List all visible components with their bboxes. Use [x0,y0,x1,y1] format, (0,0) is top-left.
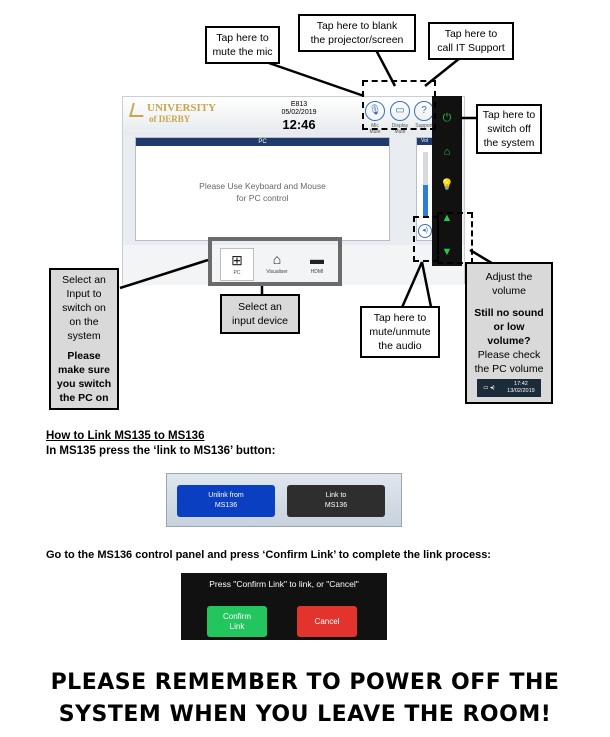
input-pc-button[interactable]: ⊞ PC [220,248,254,281]
callout-mute-audio: Tap here to mute/unmute the audio [360,306,440,358]
power-icon[interactable]: ⏻ [442,112,452,124]
volume-slider[interactable] [423,152,428,218]
visualiser-icon: ⌂ [272,251,282,267]
callout-blank-projector: Tap here to blank the projector/screen [298,14,416,52]
touch-panel: UNIVERSITY of DERBY E813 05/02/2019 12:4… [122,96,465,285]
inputs-highlight [208,237,342,286]
callout-volume: Adjust the volume Still no sound or low … [465,262,553,404]
logo-line2: of DERBY [149,114,191,124]
mic-mute-icon[interactable]: 🎙 [365,101,385,121]
taskbar-speaker-icon: ▭ ◂) [483,384,495,391]
mute-highlight [413,216,439,262]
select-input-text: Select an Input to switch on on the syst… [62,274,106,342]
taskbar-time: 17:42 [514,381,528,387]
room-time: 12:46 [282,117,316,132]
home-icon[interactable]: ⌂ [443,146,451,158]
pc-window: PC Please Use Keyboard and Mouse for PC … [135,137,390,241]
link-button[interactable]: Link to MS136 [287,485,385,517]
volume-title: Vol [417,138,432,145]
callout-select-device: Select an input device [220,294,300,334]
input-hdmi-label: HDMI [310,269,324,275]
footer-line2: SYSTEM WHEN YOU LEAVE THE ROOM! [58,702,552,727]
taskbar-clock: 17:42 13/02/2019 [507,381,535,395]
input-visualiser-label: Visualiser [266,269,288,275]
volume-text-b: Still no sound or low volume? [474,307,544,347]
taskbar-date: 13/02/2019 [507,388,535,394]
volume-down-icon[interactable]: ▼ [441,246,453,258]
display-mute-label: Display Mute [391,123,409,135]
input-hdmi-button[interactable]: ▬ HDMI [300,248,334,281]
audio-mute-icon[interactable]: ◂) [418,224,432,238]
link-panel-image: Unlink from MS136 Link to MS136 [166,473,402,527]
room-date: 05/02/2019 [281,109,317,116]
pc-window-title: PC [136,138,389,146]
windows-icon: ⊞ [231,252,243,268]
footer-line1: PLEASE REMEMBER TO POWER OFF THE [50,670,560,695]
logo-line1: UNIVERSITY [147,102,217,114]
volume-fill [423,185,428,218]
top-icons-highlight [362,80,436,130]
confirm-link-button[interactable]: Confirm Link [207,606,267,637]
volume-up-icon[interactable]: ▲ [441,212,453,224]
university-logo: UNIVERSITY of DERBY [129,102,217,125]
lights-icon[interactable]: 💡 [440,179,454,191]
callout-mute-mic: Tap here to mute the mic [205,26,280,64]
callout-switch-off: Tap here to switch off the system [476,104,542,154]
support-label: Support [415,123,433,129]
mic-mute-label: Mic Mute [369,123,381,135]
confirm-panel-image: Press "Confirm Link" to link, or "Cancel… [181,573,387,640]
hdmi-icon: ▬ [310,251,324,267]
switch-pc-on-text: Please make sure you switch the PC on [56,350,112,404]
input-pc-label: PC [233,270,241,276]
callout-call-it: Tap here to call IT Support [428,22,514,60]
volume-text-c: Please check the PC volume [474,349,544,375]
link-heading: How to Link MS135 to MS136 [46,430,205,442]
input-bar [123,245,464,285]
taskbar-clip: ▭ ◂) 17:42 13/02/2019 [477,379,541,397]
unlink-button[interactable]: Unlink from MS136 [177,485,275,517]
display-mute-icon[interactable]: ▭ [390,101,410,121]
pc-message: Please Use Keyboard and Mouse for PC con… [199,181,326,203]
link-instruction: In MS135 press the ‘link to MS136’ butto… [46,445,276,457]
confirm-prompt: Press "Confirm Link" to link, or "Cancel… [209,579,359,589]
input-visualiser-button[interactable]: ⌂ Visualiser [260,248,294,281]
cancel-button[interactable]: Cancel [297,606,357,637]
step2-instruction: Go to the MS136 control panel and press … [46,549,491,561]
room-code: E813 [290,101,308,108]
callout-select-input: Select an Input to switch on on the syst… [49,268,119,410]
volume-text-a: Adjust the volume [485,271,533,297]
